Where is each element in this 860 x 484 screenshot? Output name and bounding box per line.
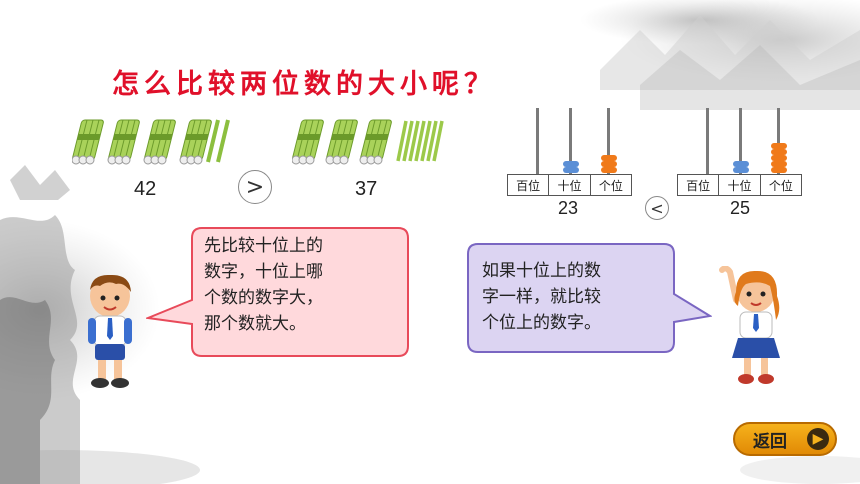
stick-bundle <box>292 119 324 165</box>
sticks-group-37 <box>292 119 444 165</box>
ones-bead <box>771 161 787 167</box>
sticks-group-42 <box>72 119 230 165</box>
single-sticks <box>396 120 444 162</box>
abacus-place-labels: 百位 十位 个位 <box>677 174 802 196</box>
abacus-rod-ones <box>607 108 610 174</box>
page-title: 怎么比较两位数的大小呢？ <box>112 69 496 100</box>
place-label-tens: 十位 <box>548 174 591 196</box>
stick-bundle <box>325 119 358 165</box>
speech-bubble-girl <box>467 243 712 353</box>
ones-bead <box>771 155 787 161</box>
abacus-rod-hundreds <box>706 108 709 174</box>
single-stick <box>206 119 220 163</box>
compare-greater-symbol: > <box>238 170 272 204</box>
bubble-boy-text: 先比较十位上的 数字，十位上哪 个数的数字大， 那个数就大。 <box>204 236 323 334</box>
stick-bundle <box>143 119 176 165</box>
ones-bead <box>771 149 787 155</box>
back-arrow-icon: ▶ <box>807 428 829 450</box>
abacus-place-labels: 百位 十位 个位 <box>507 174 632 196</box>
bubble-girl-text: 如果十位上的数 字一样，就比较 个位上的数字。 <box>482 261 601 333</box>
abacus-25: 百位 十位 个位 <box>677 104 802 196</box>
place-label-tens: 十位 <box>718 174 761 196</box>
tens-bead <box>563 167 579 173</box>
place-label-ones: 个位 <box>589 174 632 196</box>
ones-bead <box>771 167 787 173</box>
place-label-hundreds: 百位 <box>507 174 550 196</box>
place-label-ones: 个位 <box>759 174 802 196</box>
stick-bundle <box>107 119 140 165</box>
girl-character-illustration <box>719 266 780 384</box>
stick-bundle <box>179 119 212 165</box>
compare-less-symbol: < <box>645 196 669 220</box>
abacus-rod-tens <box>739 108 742 174</box>
number-25: 25 <box>730 198 751 218</box>
speech-bubble-boy <box>146 227 409 357</box>
number-23: 23 <box>558 198 579 218</box>
abacus-rod-tens <box>569 108 572 174</box>
boy-character-illustration <box>88 274 132 388</box>
tens-bead <box>733 161 749 167</box>
tens-bead <box>563 161 579 167</box>
back-button[interactable]: 返回 ▶ <box>733 422 837 456</box>
ones-bead <box>601 155 617 161</box>
ones-bead <box>771 143 787 149</box>
place-label-hundreds: 百位 <box>677 174 720 196</box>
single-stick <box>216 119 230 163</box>
back-button-label: 返回 <box>753 431 787 452</box>
ones-bead <box>601 161 617 167</box>
ones-bead <box>601 167 617 173</box>
abacus-rod-hundreds <box>536 108 539 174</box>
stick-bundle <box>72 119 104 165</box>
number-37: 37 <box>355 178 378 200</box>
abacus-rod-ones <box>777 108 780 174</box>
tens-bead <box>733 167 749 173</box>
number-42: 42 <box>134 178 157 200</box>
abacus-23: 百位 十位 个位 <box>507 104 632 196</box>
stick-bundle <box>359 119 392 165</box>
